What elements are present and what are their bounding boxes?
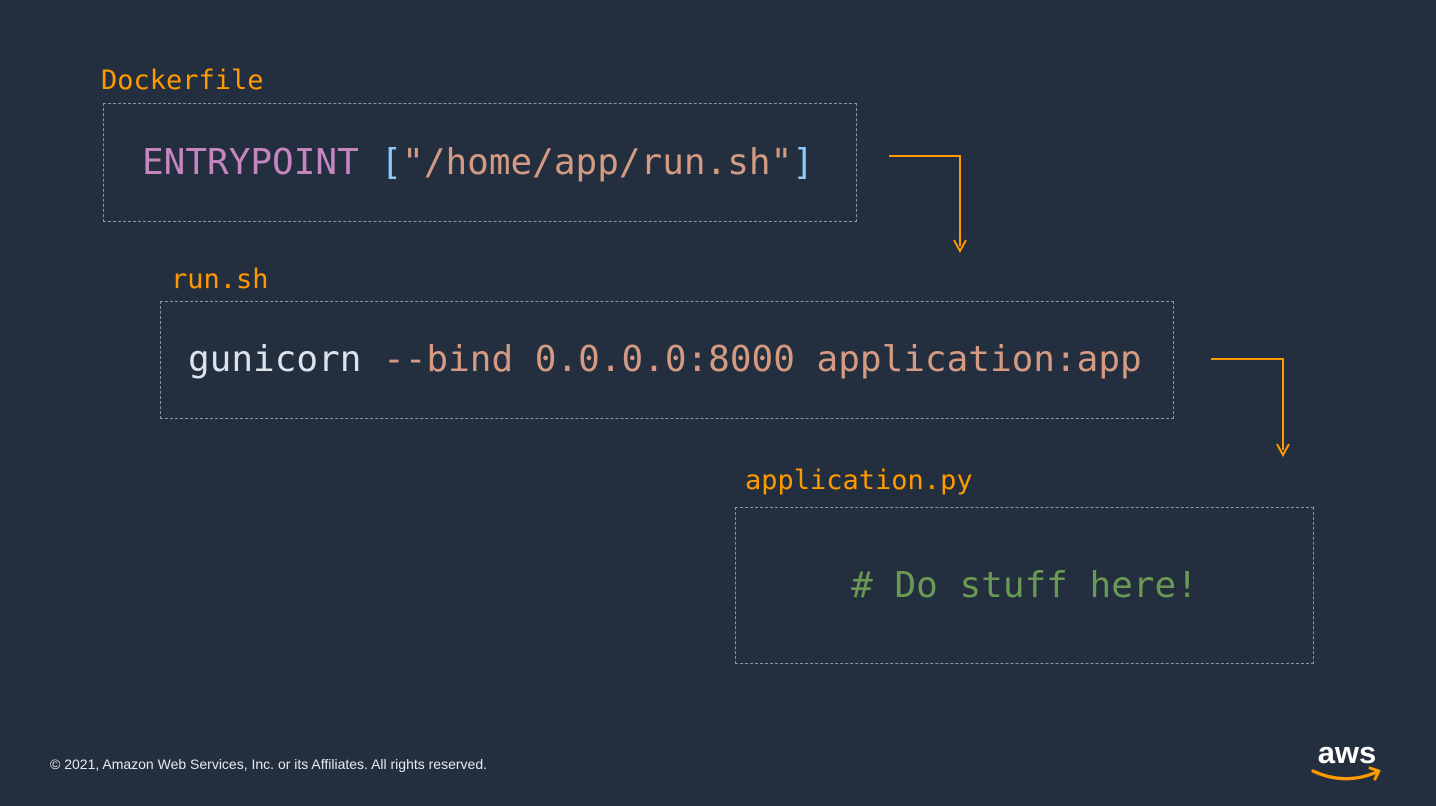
gunicorn-args: --bind 0.0.0.0:8000 application:app — [383, 339, 1142, 380]
entrypoint-path-string: "/home/app/run.sh" — [402, 141, 793, 183]
entrypoint-keyword: ENTRYPOINT — [142, 141, 359, 183]
dockerfile-to-run-sh-arrow — [889, 155, 967, 254]
run-sh-code-box: gunicorn --bind 0.0.0.0:8000 application… — [160, 301, 1174, 419]
copyright-text: © 2021, Amazon Web Services, Inc. or its… — [50, 756, 487, 772]
dockerfile-label: Dockerfile — [101, 65, 264, 96]
application-py-code-box: # Do stuff here! — [735, 507, 1314, 664]
aws-logo-text: aws — [1318, 736, 1377, 770]
gunicorn-command: gunicorn — [188, 339, 362, 380]
close-bracket: ] — [792, 141, 814, 183]
dockerfile-code-line: ENTRYPOINT ["/home/app/run.sh"] — [142, 141, 814, 183]
run-sh-label: run.sh — [171, 264, 269, 295]
aws-logo: aws — [1311, 736, 1381, 781]
application-comment: # Do stuff here! — [851, 564, 1198, 606]
run-sh-to-application-arrow — [1211, 358, 1290, 458]
application-py-label: application.py — [745, 465, 973, 496]
open-bracket: [ — [380, 141, 403, 183]
run-sh-code-line: gunicorn --bind 0.0.0.0:8000 application… — [188, 342, 1142, 378]
dockerfile-code-box: ENTRYPOINT ["/home/app/run.sh"] — [103, 103, 857, 222]
